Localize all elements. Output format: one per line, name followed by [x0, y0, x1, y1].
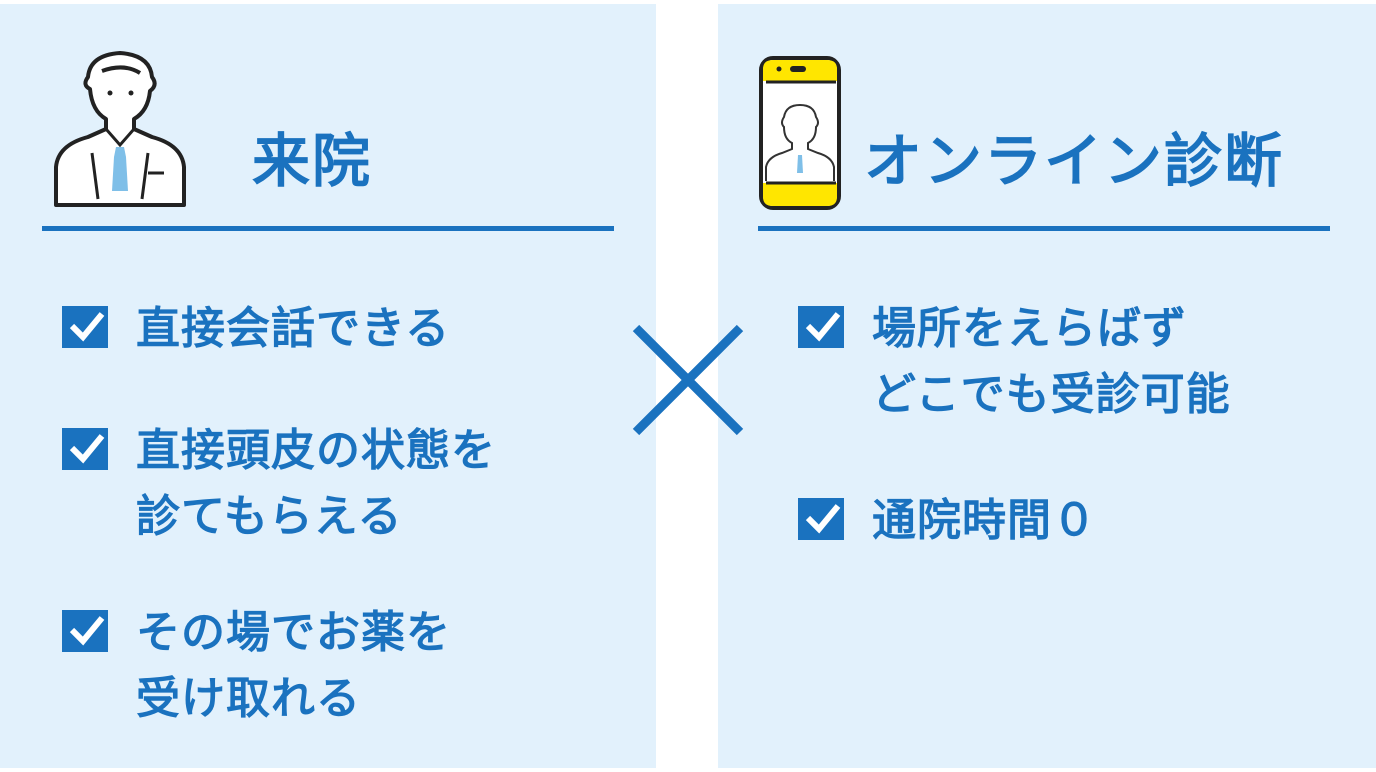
- list-item: 直接会話できる: [62, 296, 450, 362]
- checkbox-icon: [62, 306, 108, 348]
- online-panel: オンライン診断 場所をえらばずどこでも受診可能 通院時間０: [718, 4, 1376, 768]
- list-item: 場所をえらばずどこでも受診可能: [798, 296, 1231, 428]
- in-person-panel: 来院 直接会話できる 直接頭皮の状態を診てもらえる その場でお薬を受け取れる: [0, 4, 656, 768]
- smartphone-doctor-icon: [759, 56, 841, 210]
- list-item: 通院時間０: [798, 488, 1097, 554]
- checkbox-icon: [62, 610, 108, 652]
- doctor-icon: [54, 51, 186, 207]
- cross-icon: [632, 324, 744, 436]
- list-item: 直接頭皮の状態を診てもらえる: [62, 418, 496, 550]
- in-person-title: 来院: [252, 127, 373, 195]
- online-title: オンライン診断: [864, 127, 1285, 195]
- list-item: その場でお薬を受け取れる: [62, 600, 451, 732]
- checkbox-icon: [798, 498, 844, 540]
- checkbox-icon: [798, 306, 844, 348]
- checkbox-icon: [62, 428, 108, 470]
- divider: [42, 226, 614, 231]
- divider: [758, 226, 1330, 231]
